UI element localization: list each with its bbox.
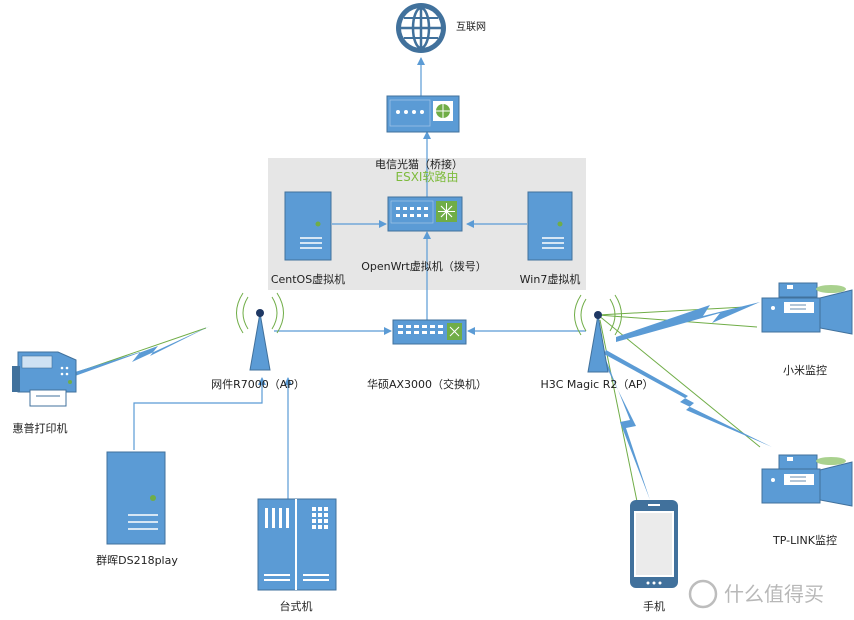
link-nas-r7000 xyxy=(133,377,266,450)
bolt-printer xyxy=(75,326,210,376)
r7000-antenna-icon xyxy=(236,292,284,371)
watermark-logo-icon xyxy=(688,579,718,609)
bolt-tplink xyxy=(604,350,772,447)
switch-icon xyxy=(392,319,467,345)
centos-label: CentOS虚拟机 xyxy=(271,272,345,286)
watermark-text: 什么值得买 xyxy=(724,582,824,606)
internet-label: 互联网 xyxy=(456,21,486,33)
watermark: 什么值得买 xyxy=(688,579,824,609)
desktop-label: 台式机 xyxy=(280,599,313,613)
xiaomi-camera-label: 小米监控 xyxy=(783,363,827,377)
nas-icon xyxy=(106,451,166,545)
win7-server-icon xyxy=(527,191,573,261)
wireless-lines xyxy=(74,306,761,576)
h3c-antenna-icon xyxy=(574,294,622,373)
centos-server-icon xyxy=(284,191,332,261)
modem-icon xyxy=(386,95,460,133)
phone-label: 手机 xyxy=(643,599,665,613)
esxi-label: ESXI软路由 xyxy=(396,169,459,184)
wireless-bolts xyxy=(75,302,772,500)
openwrt-router-icon xyxy=(387,196,463,232)
bolt-phone xyxy=(594,340,650,500)
printer-label: 惠普打印机 xyxy=(13,421,68,435)
tplink-camera-icon xyxy=(761,454,853,507)
switch-label: 华硕AX3000（交换机） xyxy=(367,377,487,391)
r7000-label: 网件R7000（AP） xyxy=(211,378,305,391)
tplink-camera-label: TP-LINK监控 xyxy=(772,533,837,547)
modem-label: 电信光猫（桥接） xyxy=(375,157,463,171)
nas-label: 群晖DS218play xyxy=(96,553,178,567)
win7-label: Win7虚拟机 xyxy=(520,272,581,286)
openwrt-label: OpenWrt虚拟机（拨号） xyxy=(361,259,487,273)
printer-icon xyxy=(12,351,77,407)
phone-icon xyxy=(630,500,678,588)
globe-icon xyxy=(396,3,446,53)
xiaomi-camera-icon xyxy=(761,282,853,335)
bolt-xiaomi xyxy=(616,302,760,342)
wired-links xyxy=(133,57,586,500)
h3c-label: H3C Magic R2（AP） xyxy=(540,378,653,391)
desktop-tower-icon xyxy=(257,498,337,591)
